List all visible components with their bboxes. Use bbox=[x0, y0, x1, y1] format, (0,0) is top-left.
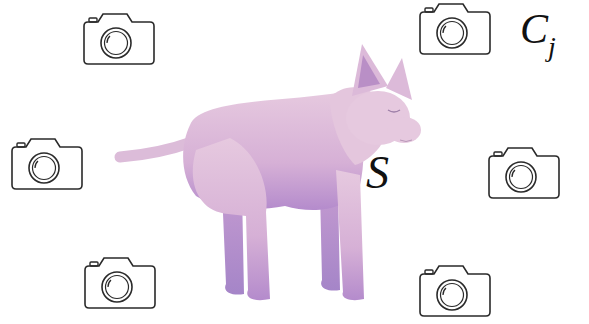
camera-icon bbox=[420, 4, 490, 54]
camera-icon bbox=[420, 266, 490, 316]
camera-icon bbox=[84, 14, 154, 64]
camera-label: C bbox=[520, 8, 548, 50]
camera-index-subscript: j bbox=[548, 33, 556, 61]
cat-model bbox=[120, 44, 421, 300]
camera-icon bbox=[489, 148, 559, 198]
camera-icon bbox=[85, 258, 155, 308]
shape-label: S bbox=[366, 150, 389, 196]
camera-icon bbox=[12, 139, 82, 189]
